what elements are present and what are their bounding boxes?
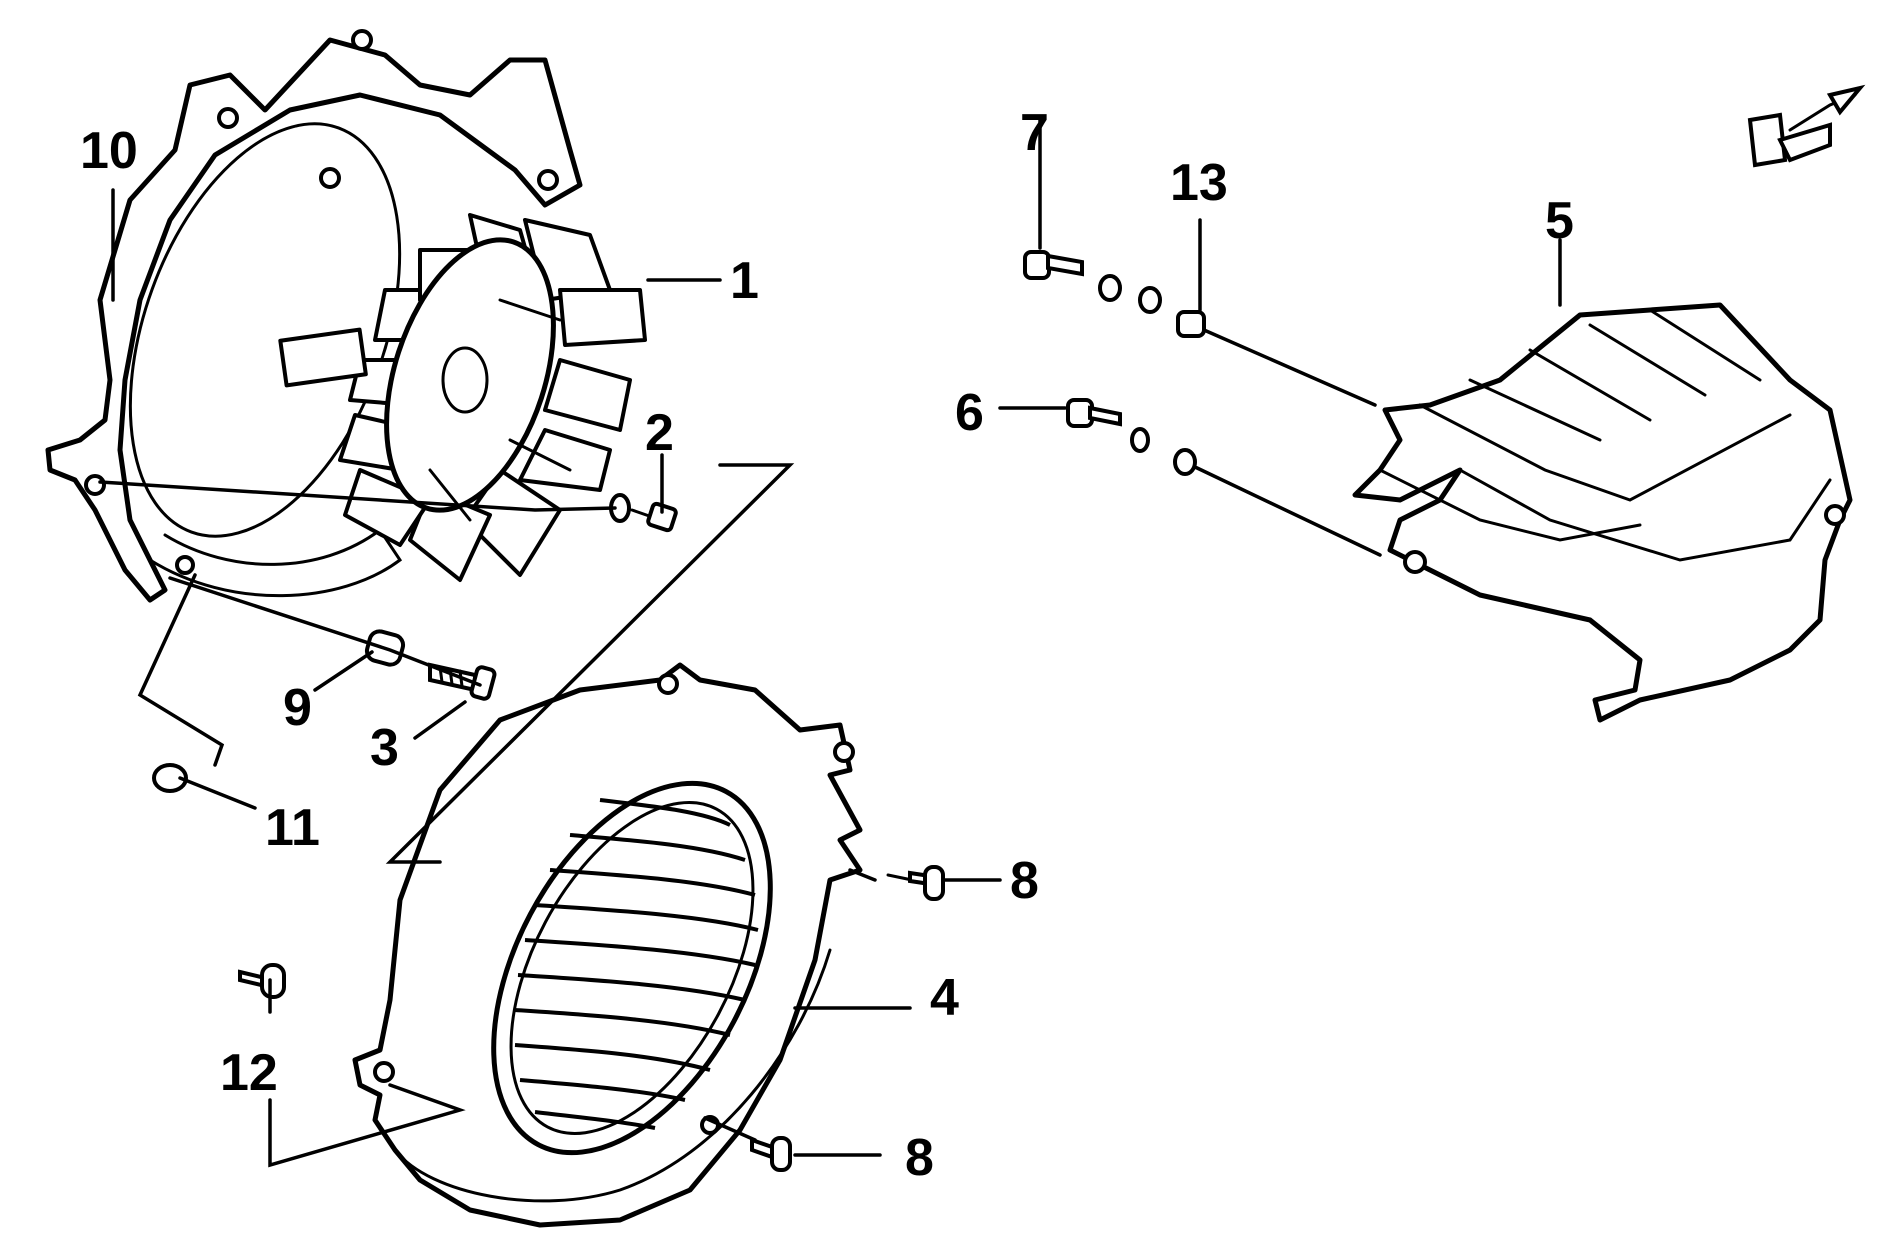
callout-1: 1 — [730, 252, 759, 310]
part-11-nut — [152, 763, 188, 793]
callout-4: 4 — [930, 969, 959, 1027]
fan-cover-grille — [514, 798, 759, 1130]
part-12-screw — [238, 963, 286, 999]
callout-8-lower: 8 — [905, 1129, 934, 1187]
callout-5: 5 — [1545, 192, 1574, 250]
part-7-bolt — [1023, 250, 1162, 314]
part-6-bolt — [1066, 398, 1197, 476]
part-4-fan-cover — [352, 662, 863, 1228]
part-8-screw-upper — [886, 865, 945, 901]
part-5-cylinder-cover — [1352, 302, 1853, 723]
leader-lines — [98, 118, 1562, 1168]
part-13-nut — [1176, 310, 1206, 338]
callout-2: 2 — [645, 404, 674, 462]
callout-8-upper: 8 — [1010, 852, 1039, 910]
callout-11: 11 — [265, 799, 320, 857]
callout-13: 13 — [1170, 154, 1228, 212]
callout-10: 10 — [80, 122, 138, 180]
part-8-screw-lower — [750, 1136, 792, 1172]
part-1-cooling-fan — [278, 213, 647, 582]
callout-6: 6 — [955, 384, 984, 442]
callout-labels: 10 1 2 9 3 11 8 4 12 8 7 13 5 6 — [80, 104, 1574, 1187]
callout-12: 12 — [220, 1044, 278, 1102]
callout-7: 7 — [1020, 104, 1049, 162]
front-arrow-icon — [1747, 84, 1866, 168]
callout-3: 3 — [370, 719, 399, 777]
callout-9: 9 — [283, 679, 312, 737]
part-2-bolt — [609, 493, 678, 533]
